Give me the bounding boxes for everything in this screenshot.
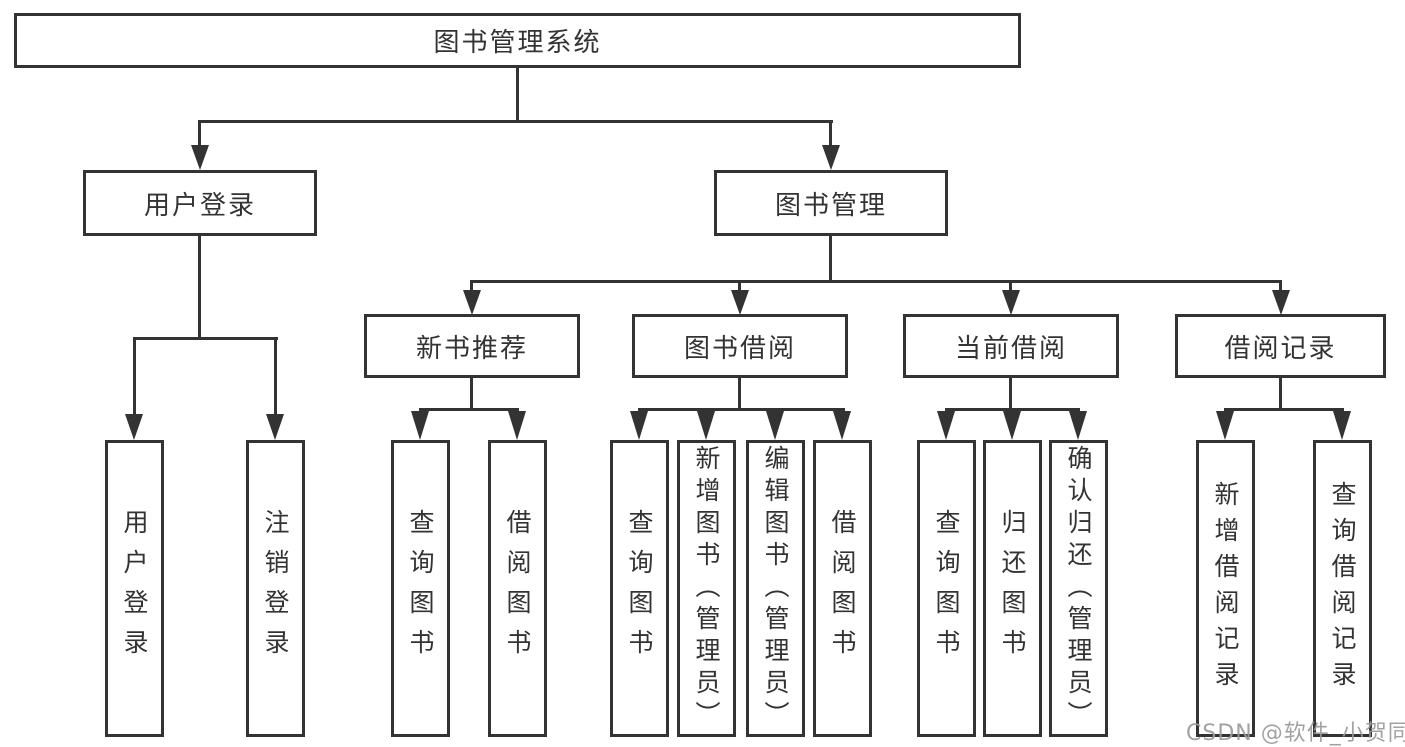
- arrowhead-down-icon: [266, 414, 284, 440]
- arrowhead-down-icon: [833, 411, 851, 440]
- leaf-edit-books-admin: 编辑图书（管理员）: [746, 440, 805, 737]
- leaf-edit-books-admin-label: 编辑图书（管理员）: [761, 444, 790, 733]
- leaf-borrow-books-label: 借阅图书: [828, 508, 857, 669]
- arrowhead-down-icon: [937, 411, 955, 440]
- arrowhead-down-icon: [125, 414, 143, 440]
- leaf-search-books-recommend-label: 查询图书: [406, 508, 435, 669]
- connector-line: [516, 67, 519, 121]
- arrowhead-down-icon: [1002, 290, 1020, 315]
- arrowhead-down-icon: [697, 411, 715, 440]
- arrowhead-down-icon: [822, 145, 840, 170]
- connector-line: [198, 120, 833, 123]
- leaf-search-borrow-record: 查询借阅记录: [1313, 440, 1372, 737]
- node-user-login-label: 用户登录: [143, 190, 256, 221]
- root-node-label: 图书管理系统: [433, 28, 602, 58]
- node-new-book-recommend-label: 新书推荐: [415, 333, 528, 364]
- node-book-manage: 图书管理: [714, 170, 948, 236]
- node-borrow-record: 借阅记录: [1175, 314, 1386, 378]
- connector-line: [738, 280, 741, 292]
- connector-line: [470, 280, 1282, 283]
- node-borrow-record-label: 借阅记录: [1224, 333, 1337, 364]
- leaf-return-books: 归还图书: [983, 440, 1042, 737]
- connector-line: [470, 280, 473, 292]
- node-book-borrow-label: 图书借阅: [683, 333, 796, 364]
- csdn-watermark: CSDN @软件_小贺同学: [1186, 721, 1405, 746]
- arrowhead-down-icon: [1069, 411, 1087, 440]
- arrowhead-down-icon: [731, 290, 749, 315]
- root-node: 图书管理系统: [14, 13, 1021, 68]
- arrowhead-down-icon: [1216, 411, 1234, 440]
- connector-line: [1009, 378, 1012, 410]
- node-current-borrow: 当前借阅: [903, 314, 1119, 378]
- connector-line: [829, 120, 832, 148]
- leaf-user-login: 用户登录: [105, 440, 164, 737]
- leaf-add-borrow-record-label: 新增借阅记录: [1211, 480, 1240, 697]
- connector-line: [738, 378, 741, 410]
- leaf-search-books-current: 查询图书: [917, 440, 976, 737]
- connector-line: [419, 408, 519, 411]
- leaf-search-books-current-label: 查询图书: [932, 508, 961, 669]
- leaf-logout-label: 注销登录: [261, 508, 290, 669]
- arrowhead-down-icon: [411, 411, 429, 440]
- node-user-login: 用户登录: [83, 170, 317, 236]
- leaf-borrow-books-recommend: 借阅图书: [488, 440, 547, 737]
- connector-line: [1279, 280, 1282, 292]
- connector-line: [198, 236, 201, 340]
- leaf-confirm-return-admin: 确认归还（管理员）: [1049, 440, 1108, 737]
- connector-line: [133, 337, 278, 340]
- leaf-return-books-label: 归还图书: [998, 508, 1027, 669]
- leaf-add-borrow-record: 新增借阅记录: [1196, 440, 1255, 737]
- leaf-search-borrow-record-label: 查询借阅记录: [1328, 480, 1357, 697]
- node-book-manage-label: 图书管理: [774, 190, 887, 221]
- arrowhead-down-icon: [1333, 411, 1351, 440]
- connector-line: [945, 408, 1080, 411]
- connector-line: [829, 236, 832, 282]
- node-book-borrow: 图书借阅: [632, 314, 848, 378]
- connector-line: [1279, 378, 1282, 410]
- leaf-borrow-books-recommend-label: 借阅图书: [503, 508, 532, 669]
- leaf-search-books-borrow-label: 查询图书: [625, 508, 654, 669]
- leaf-borrow-books: 借阅图书: [813, 440, 872, 737]
- arrowhead-down-icon: [630, 411, 648, 440]
- leaf-search-books-borrow: 查询图书: [610, 440, 669, 737]
- leaf-confirm-return-admin-label: 确认归还（管理员）: [1064, 444, 1093, 733]
- arrowhead-down-icon: [766, 411, 784, 440]
- leaf-add-books-admin: 新增图书（管理员）: [677, 440, 736, 737]
- connector-line: [198, 120, 201, 148]
- connector-line: [133, 337, 136, 416]
- connector-line: [1224, 408, 1344, 411]
- leaf-logout: 注销登录: [246, 440, 305, 737]
- leaf-add-books-admin-label: 新增图书（管理员）: [692, 444, 721, 733]
- leaf-search-books-recommend: 查询图书: [391, 440, 450, 737]
- connector-line: [274, 337, 277, 416]
- arrowhead-down-icon: [191, 145, 209, 170]
- arrowhead-down-icon: [1003, 411, 1021, 440]
- connector-line: [1009, 280, 1012, 292]
- arrowhead-down-icon: [463, 290, 481, 315]
- node-new-book-recommend: 新书推荐: [364, 314, 580, 378]
- connector-line: [638, 408, 845, 411]
- arrowhead-down-icon: [508, 411, 526, 440]
- node-current-borrow-label: 当前借阅: [954, 333, 1067, 364]
- connector-line: [470, 378, 473, 410]
- arrowhead-down-icon: [1272, 290, 1290, 315]
- leaf-user-login-label: 用户登录: [120, 508, 149, 669]
